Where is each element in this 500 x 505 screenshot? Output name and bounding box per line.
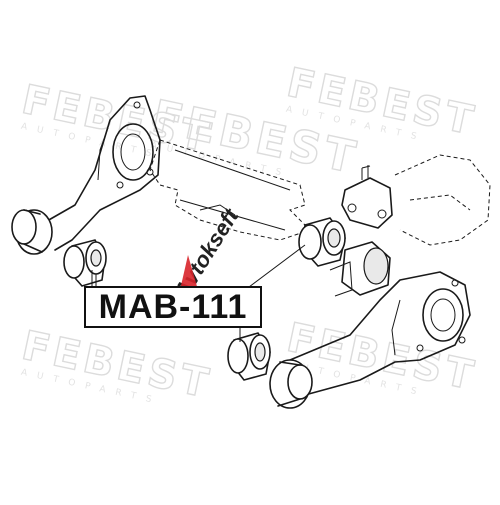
left-trailing-arm — [39, 95, 161, 251]
left-arm-bushing — [11, 209, 53, 255]
differential-housing — [394, 154, 491, 246]
part-number-label: MAB-111 — [84, 286, 262, 328]
right-arm-bushing — [269, 359, 313, 409]
part-number-text: MAB-111 — [98, 287, 248, 326]
bushing-part-lower — [227, 332, 271, 381]
differential-mount — [329, 165, 393, 297]
right-trailing-arm — [289, 271, 471, 396]
bushing-part-left — [63, 239, 107, 288]
seller-logo-accent — [180, 255, 198, 290]
leader-lines — [91, 244, 306, 342]
subframe-outline — [149, 139, 311, 241]
bushing-part-center — [298, 217, 346, 267]
